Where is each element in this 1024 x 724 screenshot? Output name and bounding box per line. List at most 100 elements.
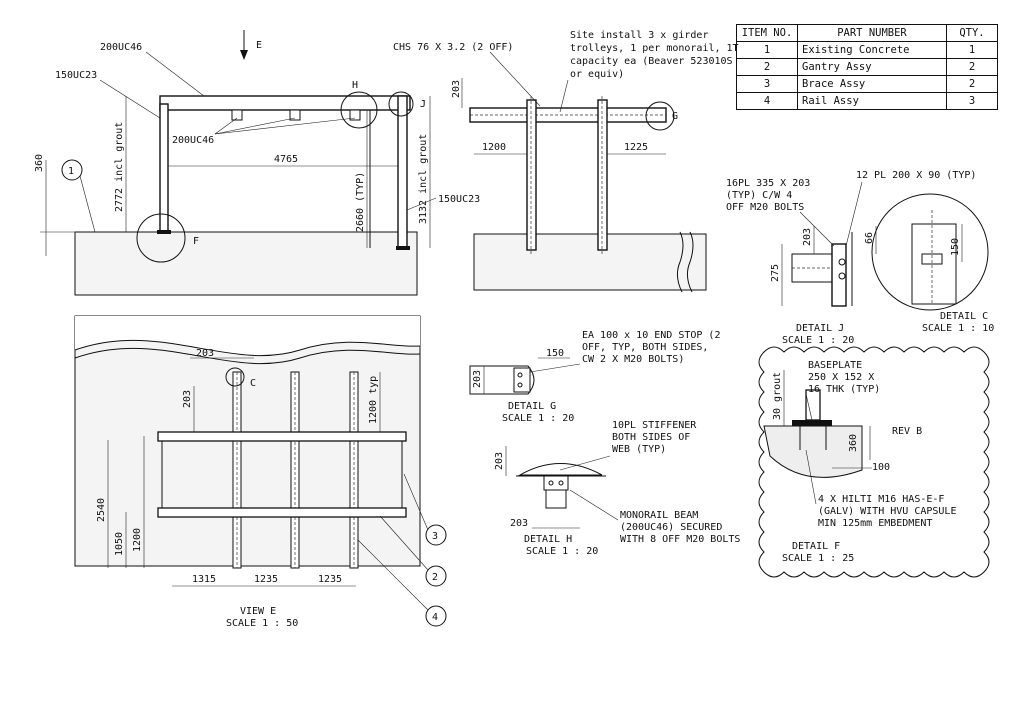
trolley (231, 109, 243, 121)
left-column (159, 103, 169, 233)
dimension-66: 66 (864, 232, 875, 244)
plate-note-line: (TYP) C/W 4 (726, 190, 792, 201)
leader-line (214, 117, 238, 135)
detail-f-cloud-boundary (758, 346, 990, 578)
dimension-203: 203 (472, 370, 483, 388)
balloon-3 (425, 524, 447, 546)
detail-j-circle (388, 91, 414, 117)
plan-view-e: C 203 203 1200 typ 2540 1050 1200 1315 1… (74, 315, 447, 629)
leader-line (403, 473, 429, 531)
stiffener-note-line: BOTH SIDES OF (612, 432, 690, 443)
break-line (74, 347, 421, 365)
view-e-title: VIEW E (240, 606, 276, 617)
anchor-note-line: (GALV) WITH HVU CAPSULE (818, 506, 956, 517)
detail-c-circle (225, 367, 245, 387)
dimension-203: 203 (196, 348, 214, 359)
leader-line (214, 117, 296, 135)
dimension-1050: 1050 (114, 532, 125, 556)
trolley-note-line: capacity ea (Beaver 523010S (570, 56, 733, 67)
qty-cell: 3 (946, 92, 998, 110)
dimension-1200-typ: 1200 typ (368, 376, 379, 424)
detail-c-label: C (250, 378, 256, 389)
dimension-1225: 1225 (624, 142, 648, 153)
dimension-360: 360 (848, 434, 859, 452)
detail-h-view: 203 203 10PL STIFFENER BOTH SIDES OF WEB… (494, 420, 740, 557)
column-label-left: 150UC23 (55, 70, 97, 81)
trolley (349, 109, 361, 121)
bolt-detail (921, 253, 943, 265)
balloon-1 (61, 159, 83, 181)
column-label-right: 150UC23 (438, 194, 480, 205)
balloon-1-label: 1 (68, 166, 74, 177)
balloon-2 (425, 565, 447, 587)
monorail-note-line: (200UC46) SECURED (620, 522, 722, 533)
balloon-2-label: 2 (432, 572, 438, 583)
detail-f-label: F (193, 236, 199, 247)
dimension-100: 100 (872, 462, 890, 473)
column (526, 99, 537, 251)
leader-line (357, 539, 429, 611)
detail-j-scale: SCALE 1 : 20 (782, 335, 854, 346)
height-dimension-left: 2772 incl grout (114, 122, 125, 212)
detail-h-title: DETAIL H (524, 534, 572, 545)
stiffener-note-line: 10PL STIFFENER (612, 420, 697, 431)
dimension-1200: 1200 (132, 528, 143, 552)
detail-g-view: 150 EA 100 x 10 END STOP (2 OFF, TYP, BO… (469, 330, 720, 424)
end-stop-note-line: OFF, TYP, BOTH SIDES, (582, 342, 708, 353)
detail-f-circle (136, 213, 186, 263)
break-line (686, 231, 694, 293)
leader-line (145, 51, 205, 97)
detail-c-title: DETAIL C (940, 311, 988, 322)
detail-g-circle (645, 101, 675, 131)
leader-line (845, 181, 863, 247)
leader-line (99, 79, 161, 119)
dimension-1200: 1200 (482, 142, 506, 153)
detail-g-scale: SCALE 1 : 20 (502, 413, 574, 424)
gantry-beam (157, 507, 407, 518)
plate-note-line: OFF M20 BOLTS (726, 202, 804, 213)
front-elevation-view: E H J F 200UC46 150UC23 200UC46 150UC23 (34, 30, 480, 296)
end-stop-note-line: CW 2 X M20 BOLTS) (582, 354, 684, 365)
dimension-150: 150 (546, 348, 564, 359)
baseplate-note-line: BASEPLATE (808, 360, 862, 371)
view-arrow-head (240, 50, 248, 60)
bolt-hole (838, 258, 846, 266)
detail-g-label: G (672, 111, 678, 122)
detail-h-circle (340, 91, 378, 129)
beam-profile (518, 463, 603, 476)
detail-c-scale: SCALE 1 : 10 (922, 323, 994, 334)
base-plate (396, 246, 410, 250)
part-number-cell: Rail Assy (797, 92, 947, 110)
dimension-203: 203 (802, 228, 813, 246)
concrete-slab (473, 233, 707, 291)
span-dimension: 4765 (274, 154, 298, 165)
view-arrow-label: E (256, 40, 262, 51)
stiffener-note-line: WEB (TYP) (612, 444, 666, 455)
dimension-203: 203 (451, 80, 462, 98)
dimension-203: 203 (494, 452, 505, 470)
dimension-1235: 1235 (254, 574, 278, 585)
base-plate (157, 230, 171, 234)
bill-of-materials-table: ITEM NO. PART NUMBER QTY. 1 Existing Con… (736, 24, 998, 110)
bolt-hole (838, 272, 846, 280)
top-beam-200uc46 (159, 95, 411, 111)
dimension-1235: 1235 (318, 574, 342, 585)
existing-concrete-slab (74, 231, 418, 296)
column (597, 99, 608, 251)
detail-f-view: BASEPLATE 250 X 152 X 16 THK (TYP) 30 gr… (758, 346, 990, 578)
dimension-203: 203 (182, 390, 193, 408)
plate-note-line: 16PL 335 X 203 (726, 178, 810, 189)
bolt (517, 372, 523, 378)
leader-line (805, 449, 817, 505)
end-stop-angle (513, 367, 531, 393)
break-mask (75, 316, 420, 356)
anchor-note-line: MIN 125mm EMBEDMENT (818, 518, 932, 529)
detail-j-label: J (420, 99, 426, 110)
stiffener-plate (543, 475, 569, 491)
leader-line (529, 363, 581, 373)
dimension-2540: 2540 (96, 498, 107, 522)
grout-dimension: 30 grout (772, 372, 783, 420)
detail-j-title: DETAIL J (796, 323, 844, 334)
leader-line (569, 489, 619, 521)
leader-line (559, 79, 569, 113)
